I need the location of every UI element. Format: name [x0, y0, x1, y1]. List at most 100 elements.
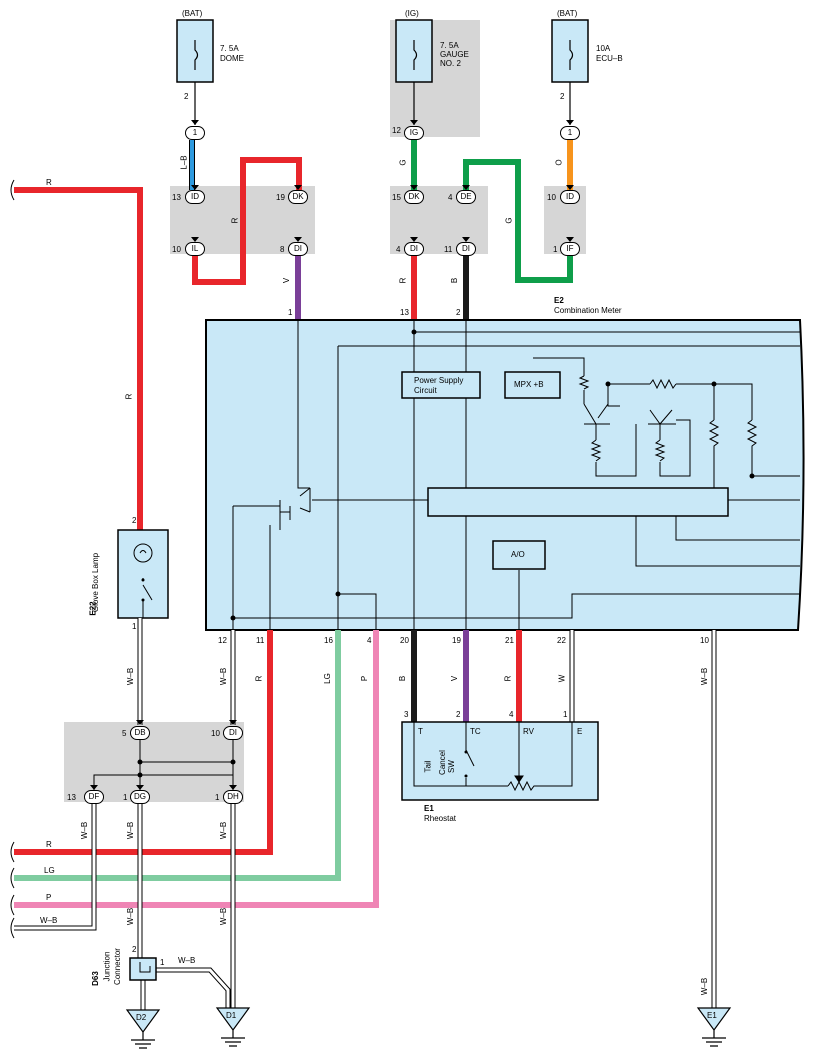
rheo-name: Rheostat: [424, 814, 457, 823]
fuse-2-rating: 7. 5A: [440, 41, 459, 50]
fuse-ecu-b: [551, 19, 589, 83]
d63-code: D63: [90, 971, 100, 986]
pin-4b: 4: [396, 245, 401, 254]
wire-label-wb9: W–B: [178, 956, 196, 965]
rheo-rv: RV: [523, 727, 534, 736]
pin-8: 8: [280, 245, 285, 254]
wire-label-v2: V: [450, 675, 460, 682]
wire-lg: [14, 630, 341, 881]
meter-pin-21: 21: [505, 636, 514, 645]
meter-pin-11: 11: [256, 636, 265, 645]
wire-label-r3: R: [254, 675, 264, 682]
connector-id-2: ID: [560, 190, 580, 204]
combination-meter-box: [205, 319, 805, 631]
meter-pin-22: 22: [557, 636, 566, 645]
fuse-3-source: (BAT): [557, 9, 578, 18]
ground-label-e1: E1: [707, 1011, 717, 1020]
power-supply-circuit: [401, 371, 481, 399]
rheo-pin-1: 1: [563, 710, 568, 719]
meter-pin-2: 2: [456, 308, 461, 317]
wire-label-l-b: L–B: [179, 155, 189, 170]
meter-pin-16: 16: [324, 636, 333, 645]
mpx-b-box: [504, 371, 561, 399]
junction-pin-5: 5: [122, 729, 127, 738]
connector-di-1: DI: [288, 242, 308, 256]
ground-label-d1: D1: [226, 1011, 237, 1020]
fuse-3-pin: 2: [560, 92, 565, 101]
fuse-1-pin: 2: [184, 92, 189, 101]
connector-dh: DH: [223, 790, 243, 804]
connector-if: IF: [560, 242, 580, 256]
wire-r-bottom: [14, 630, 273, 855]
fuse-2-name1: GAUGE: [440, 50, 469, 59]
fuse-3-name: ECU–B: [596, 54, 623, 63]
fuse-1-name: DOME: [220, 54, 244, 63]
connector-dk-1: DK: [288, 190, 308, 204]
wire-label-r2: R: [398, 277, 408, 284]
junction-pin-10: 10: [211, 729, 220, 738]
meter-name: Combination Meter: [554, 306, 622, 315]
wire-r-left: [14, 187, 143, 530]
psu-label-2: Circuit: [414, 386, 437, 395]
ground-d2: [125, 1009, 161, 1034]
pin-15: 15: [392, 193, 401, 202]
fuse-1-rating: 7. 5A: [220, 44, 239, 53]
wire-label-w: W: [557, 674, 567, 683]
junction-pin-1a: 1: [123, 793, 128, 802]
ao-box: [492, 540, 546, 570]
rheo-sw2: Cancel: [437, 750, 447, 775]
wire-label-v: V: [282, 277, 292, 284]
junction-pin-13: 13: [67, 793, 76, 802]
d63-pin-2: 2: [132, 945, 137, 954]
wire-label-r1: R: [230, 217, 240, 224]
rheo-pin-2: 2: [456, 710, 461, 719]
rheo-sw3: SW: [446, 760, 456, 773]
wire-label-wb3: W–B: [700, 667, 710, 686]
pin-1a: 1: [553, 245, 558, 254]
connector-di-4: DI: [223, 726, 243, 740]
wire-label-o: O: [554, 159, 564, 166]
connector-id-1: ID: [185, 190, 205, 204]
d63-pin-1: 1: [160, 958, 165, 967]
wire-label-lg: LG: [322, 673, 332, 684]
glovebox-pin-2: 2: [132, 516, 137, 525]
meter-pin-1: 1: [288, 308, 293, 317]
meter-pin-13: 13: [400, 308, 409, 317]
connector-de: DE: [456, 190, 476, 204]
wire-label-h-p: P: [46, 893, 52, 902]
wire-label-r-left2: R: [124, 393, 134, 400]
d63-name1: Junction: [102, 951, 112, 982]
connector-1b: 1: [560, 126, 580, 140]
connector-1a: 1: [185, 126, 205, 140]
connector-il: IL: [185, 242, 205, 256]
wire-label-b: B: [450, 277, 460, 284]
rheo-code: E1: [424, 804, 434, 813]
rheostat-box: [401, 721, 599, 801]
wire-label-h-lg: LG: [44, 866, 55, 875]
fuse-3-rating: 10A: [596, 44, 611, 53]
fuse-1-source: (BAT): [182, 9, 203, 18]
pin-10b: 10: [172, 245, 181, 254]
wire-label-wb8: W–B: [219, 907, 229, 926]
wire-g-2: [463, 159, 573, 283]
fuse-dome: [176, 19, 214, 83]
pin-10a: 10: [547, 193, 556, 202]
wire-label-g1: G: [398, 159, 408, 166]
wire-label-h-r: R: [46, 840, 52, 849]
wire-label-r-left: R: [46, 178, 52, 187]
wire-label-r4: R: [503, 675, 513, 682]
glovebox-name: Glove Box Lamp: [91, 552, 101, 613]
pin-4a: 4: [448, 193, 453, 202]
wire-label-p: P: [360, 675, 370, 682]
pin-13: 13: [172, 193, 181, 202]
fuse-2-source: (IG): [405, 9, 419, 18]
glovebox-pin-1: 1: [132, 622, 137, 631]
meter-pin-12: 12: [218, 636, 227, 645]
wire-label-wb10: W–B: [700, 977, 710, 996]
fuse-2-pin: 12: [392, 126, 401, 135]
meter-pin-19: 19: [452, 636, 461, 645]
pin-11: 11: [444, 245, 453, 254]
ground-e1: [696, 1007, 732, 1032]
